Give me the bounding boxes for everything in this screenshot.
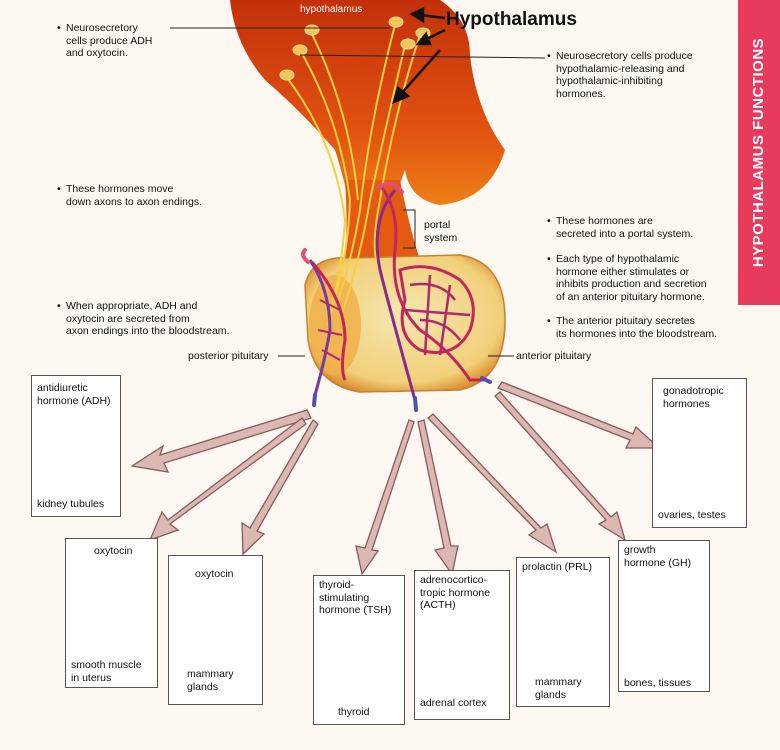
hormone-label: adrenocortico- tropic hormone (ACTH): [420, 574, 491, 611]
hormone-label: oxytocin: [195, 568, 234, 580]
hormone-label: gonadotropic hormones: [663, 385, 724, 410]
axons: [284, 24, 421, 326]
note-axons: These hormones move down axons to axon e…: [57, 183, 202, 208]
note-neurosecretory-adh: Neurosecretory cells produce ADH and oxy…: [57, 22, 152, 60]
target-label: mammary glands: [535, 676, 582, 701]
note-anterior-secretion: The anterior pituitary secretes its horm…: [547, 315, 717, 340]
anterior-pituitary-label: anterior pituitary: [516, 350, 592, 362]
portal-capillaries: [308, 184, 485, 401]
hormone-label: thyroid- stimulating hormone (TSH): [319, 579, 392, 616]
note-hormone-types: Each type of hypothalamic hormone either…: [547, 253, 707, 303]
hormone-label: growth hormone (GH): [624, 544, 692, 569]
target-box-prl: prolactin (PRL) mammary glands: [516, 557, 610, 707]
pituitary-gland: [304, 254, 506, 393]
hormone-label: prolactin (PRL): [522, 561, 593, 573]
target-box-adh: antidiuretic hormone (ADH) kidney tubule…: [31, 375, 121, 517]
arrow-oxytocin-mammary: [241, 419, 319, 556]
arrow-prl: [427, 413, 558, 554]
target-box-acth: adrenocortico- tropic hormone (ACTH) adr…: [414, 570, 510, 720]
target-label: kidney tubules: [37, 498, 105, 510]
portal-system-label: portal system: [424, 219, 458, 244]
hormone-arrows: [130, 381, 661, 576]
vessel-ends: [301, 181, 492, 412]
hormone-label: oxytocin: [94, 545, 133, 557]
leader-lines: [170, 27, 546, 357]
arrow-acth: [417, 419, 459, 576]
sidebar-banner: HYPOTHALAMUS FUNCTIONS: [738, 0, 780, 305]
target-box-tsh: thyroid- stimulating hormone (TSH) thyro…: [313, 575, 405, 725]
target-label: bones, tissues: [624, 677, 692, 689]
target-label: mammary glands: [187, 668, 234, 693]
target-label: adrenal cortex: [420, 697, 487, 709]
note-adh-secretion: When appropriate, ADH and oxytocin are s…: [57, 300, 229, 338]
target-label: smooth muscle in uterus: [71, 659, 142, 684]
target-label: ovaries, testes: [658, 509, 726, 521]
sidebar-title: HYPOTHALAMUS FUNCTIONS: [750, 37, 768, 268]
hypothalamus-title: Hypothalamus: [446, 9, 577, 30]
note-portal-system: These hormones are secreted into a porta…: [547, 215, 693, 240]
arrow-tsh: [355, 419, 415, 576]
arrow-oxytocin-uterus: [148, 417, 307, 542]
target-box-oxytocin-uterus: oxytocin smooth muscle in uterus: [65, 538, 158, 688]
posterior-pituitary-label: posterior pituitary: [188, 350, 269, 362]
pointer-arrows: [392, 7, 446, 105]
target-box-oxytocin-mammary: oxytocin mammary glands: [168, 555, 263, 705]
arrow-gh: [494, 391, 627, 542]
target-label: thyroid: [338, 706, 370, 718]
hypothalamus-small-label: hypothalamus: [300, 4, 363, 15]
arrow-gonadotropic: [497, 381, 661, 449]
note-releasing-hormones: Neurosecretory cells produce hypothalami…: [547, 50, 693, 100]
hormone-label: antidiuretic hormone (ADH): [37, 382, 111, 407]
target-box-gh: growth hormone (GH) bones, tissues: [618, 540, 710, 692]
arrow-adh: [130, 409, 312, 473]
target-box-gonadotropic: gonadotropic hormones ovaries, testes: [652, 378, 747, 528]
infundibulum: [345, 180, 420, 260]
